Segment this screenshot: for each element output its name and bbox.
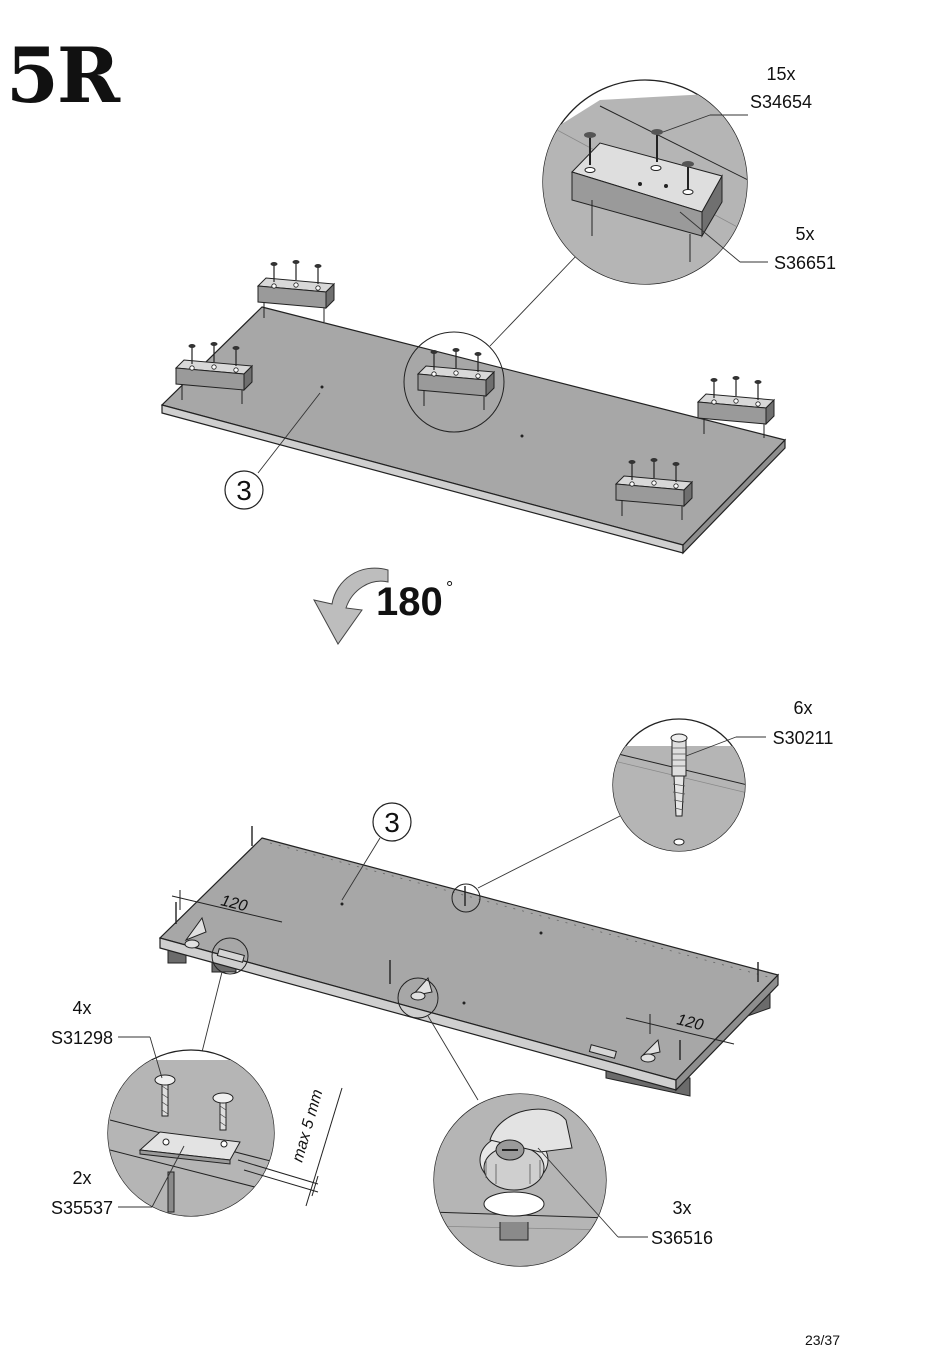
rotation-arrow-icon xyxy=(313,567,389,645)
part-number: 3 xyxy=(384,807,400,838)
cam-lock-zoom-detail xyxy=(433,1093,648,1267)
rotation-unit: ° xyxy=(446,578,453,598)
detail-circle xyxy=(397,977,439,1019)
top-zoom-detail xyxy=(542,79,768,285)
dimension-120-right: 120 xyxy=(675,1011,705,1034)
dimension-max-gap: max 5 mm xyxy=(290,1088,327,1164)
screw-plate-zoom-detail xyxy=(107,1036,343,1217)
dimension-120-left: 120 xyxy=(219,892,249,915)
callout-code: S36516 xyxy=(651,1228,713,1248)
rotation-value: 180 xyxy=(376,580,443,624)
callout-code: S34654 xyxy=(750,92,812,112)
callout-qty: 4x xyxy=(72,998,91,1018)
step-label: 5R xyxy=(6,31,120,120)
part-number: 3 xyxy=(236,475,252,506)
callout-qty: 6x xyxy=(793,698,812,718)
callout-qty: 5x xyxy=(795,224,814,244)
callout-qty: 3x xyxy=(672,1198,691,1218)
top-board-assembly xyxy=(160,253,787,555)
callout-code: S35537 xyxy=(51,1198,113,1218)
part-number-marker: 3 xyxy=(224,392,321,510)
detail-circle xyxy=(403,331,505,433)
part-number-marker: 3 xyxy=(372,802,412,842)
bottom-board-assembly xyxy=(158,815,780,1101)
page-number: 23/37 xyxy=(805,1332,840,1348)
dowel-zoom-detail xyxy=(612,718,766,852)
callout-code: S31298 xyxy=(51,1028,113,1048)
callout-qty: 2x xyxy=(72,1168,91,1188)
callout-code: S30211 xyxy=(773,728,834,748)
callout-code: S36651 xyxy=(774,253,836,273)
callout-qty: 15x xyxy=(766,64,795,84)
detail-circle xyxy=(451,883,481,913)
detail-circle xyxy=(211,937,249,975)
